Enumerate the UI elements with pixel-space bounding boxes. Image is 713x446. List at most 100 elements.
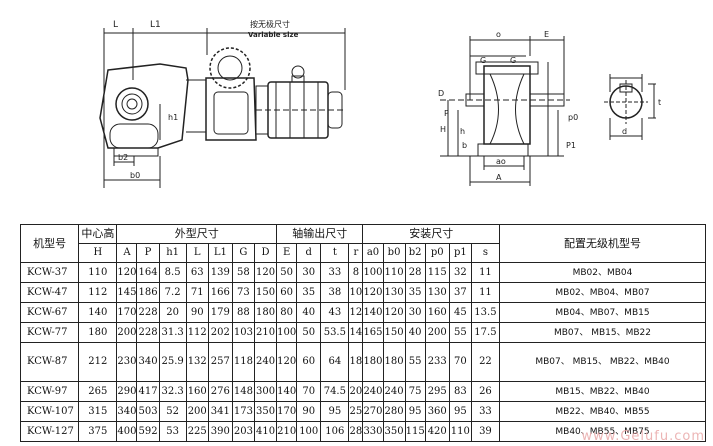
subheader-cell: H: [78, 243, 118, 263]
table-cell: 140: [78, 302, 118, 323]
table-cell: 420: [424, 421, 450, 442]
table-cell: 180: [382, 342, 406, 382]
table-cell: 100: [276, 322, 298, 343]
label-H: H: [440, 125, 446, 134]
subheader-cell: p1: [448, 243, 472, 263]
table-cell: 73: [231, 282, 255, 303]
label-a0: ao: [496, 157, 506, 166]
table-cell: 40: [296, 302, 322, 323]
table-cell: 75: [404, 381, 426, 402]
model-cell: KCW-67: [19, 302, 80, 323]
table-cell: 64: [320, 342, 350, 382]
table-cell: 160: [424, 302, 450, 323]
header-outline: 外型尺寸: [116, 224, 278, 244]
subheader-cell: E: [276, 243, 298, 263]
label-E: E: [544, 30, 549, 39]
subheader-cell: h1: [158, 243, 187, 263]
table-cell: 120: [253, 262, 278, 283]
label-h: h: [460, 127, 465, 136]
table-cell: 315: [78, 401, 118, 422]
subheader-cell: p0: [424, 243, 450, 263]
table-cell: 139: [207, 262, 233, 283]
table-cell: 179: [207, 302, 233, 323]
table-cell: 63: [185, 262, 209, 283]
table-cell: 375: [78, 421, 118, 442]
spec-table: 机型号 中心高 外型尺寸 轴输出尺寸 安装尺寸 配置无级机型号 H A P h1…: [19, 224, 707, 442]
table-cell: 20: [348, 381, 364, 402]
subheader-cell: b2: [404, 243, 426, 263]
table-cell: 240: [253, 342, 278, 382]
table-cell: 120: [116, 262, 138, 283]
table-cell: 592: [136, 421, 160, 442]
table-cell: 257: [207, 342, 233, 382]
config-cell: MB07、 MB15、MB22: [498, 322, 707, 343]
table-cell: 295: [424, 381, 450, 402]
table-cell: 202: [207, 322, 233, 343]
table-cell: 233: [424, 342, 450, 382]
front-view: o E G G D P H h b p0 P1 ao A: [438, 30, 578, 186]
table-cell: 120: [382, 302, 406, 323]
table-cell: 115: [424, 262, 450, 283]
table-cell: 70: [296, 381, 322, 402]
table-cell: 280: [382, 401, 406, 422]
header-model: 机型号: [19, 224, 80, 263]
table-cell: 270: [362, 401, 384, 422]
table-cell: 200: [424, 322, 450, 343]
shaft-section: t d: [604, 74, 661, 140]
config-cell: MB40、MB55、MB75: [498, 421, 707, 442]
table-cell: 240: [382, 381, 406, 402]
table-cell: 330: [362, 421, 384, 442]
table-cell: 145: [116, 282, 138, 303]
table-cell: 7.2: [158, 282, 187, 303]
table-cell: 228: [136, 322, 160, 343]
table-cell: 173: [231, 401, 255, 422]
table-cell: 340: [136, 342, 160, 382]
table-cell: 10: [348, 282, 364, 303]
table-cell: 43: [320, 302, 350, 323]
table-cell: 118: [231, 342, 255, 382]
table-cell: 180: [253, 302, 278, 323]
table-cell: 18: [348, 342, 364, 382]
table-cell: 100: [296, 421, 322, 442]
table-cell: 55: [404, 342, 426, 382]
table-cell: 25.9: [158, 342, 187, 382]
model-cell: KCW-47: [19, 282, 80, 303]
table-cell: 228: [136, 302, 160, 323]
table-cell: 166: [207, 282, 233, 303]
table-cell: 60: [276, 282, 298, 303]
table-cell: 112: [185, 322, 209, 343]
table-cell: 200: [116, 322, 138, 343]
side-view: L L1 按无极尺寸 Variable size h1 b2 b0: [99, 19, 346, 188]
table-cell: 120: [362, 282, 384, 303]
table-cell: 300: [253, 381, 278, 402]
model-cell: KCW-107: [19, 401, 80, 422]
table-cell: 30: [296, 262, 322, 283]
table-cell: 203: [231, 421, 255, 442]
table-cell: 14: [348, 322, 364, 343]
label-P: P: [444, 109, 449, 118]
table-cell: 341: [207, 401, 233, 422]
table-cell: 110: [448, 421, 472, 442]
subheader-cell: t: [320, 243, 350, 263]
table-cell: 30: [404, 302, 426, 323]
table-cell: 55: [448, 322, 472, 343]
table-cell: 25: [348, 401, 364, 422]
label-L1: L1: [150, 20, 161, 30]
table-cell: 100: [362, 262, 384, 283]
subheader-cell: b0: [382, 243, 406, 263]
watermark: www.Gelufu.com: [581, 429, 705, 444]
header-config: 配置无级机型号: [498, 224, 707, 263]
table-cell: 103: [231, 322, 255, 343]
table-cell: 350: [382, 421, 406, 442]
table-cell: 340: [116, 401, 138, 422]
label-d: d: [622, 127, 627, 136]
table-cell: 22: [470, 342, 500, 382]
config-cell: MB15、MB22、MB40: [498, 381, 707, 402]
table-cell: 38: [320, 282, 350, 303]
table-cell: 160: [185, 381, 209, 402]
